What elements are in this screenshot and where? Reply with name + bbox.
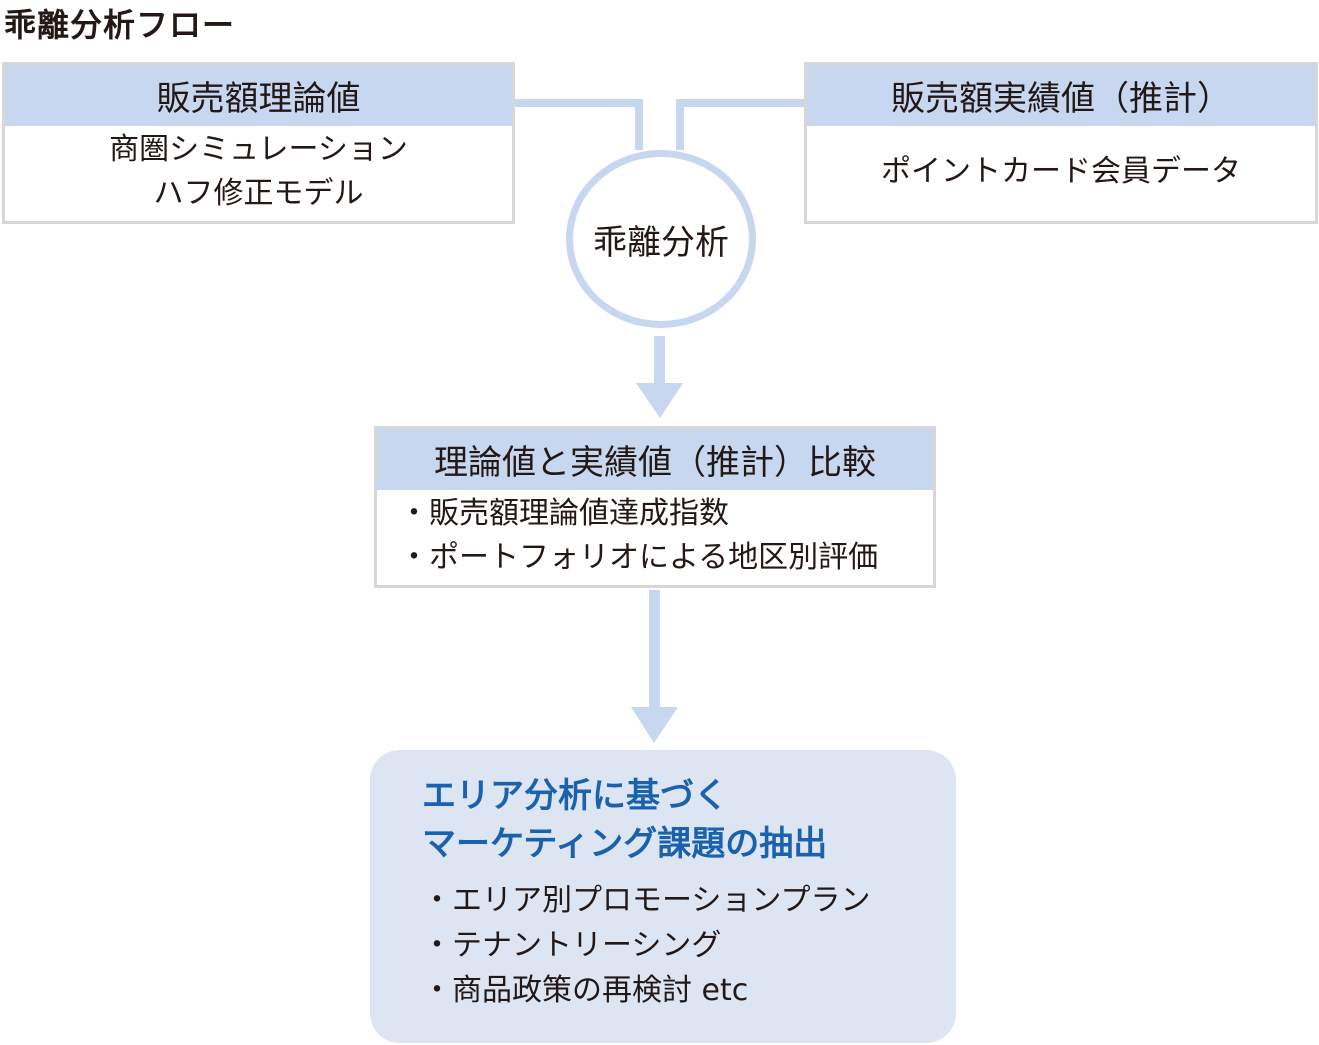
- connector-right: [676, 99, 804, 150]
- comparison-body: ・販売額理論値達成指数 ・ポートフォリオによる地区別評価: [377, 490, 933, 582]
- connector-left: [515, 99, 643, 150]
- actual-sales-body: ポイントカード会員データ: [807, 126, 1315, 218]
- deviation-analysis-circle: 乖離分析: [566, 150, 756, 328]
- comparison-bullet-1: ・販売額理論値達成指数: [399, 496, 729, 531]
- result-bullet-2: ・テナントリーシング: [422, 928, 722, 963]
- arrow-shaft-1: [654, 336, 665, 384]
- arrow-shaft-2: [649, 590, 660, 708]
- arrow-head-2: [631, 707, 678, 743]
- result-bullet-1: ・エリア別プロモーションプラン: [422, 883, 871, 918]
- theoretical-sales-box: 販売額理論値 商圏シミュレーション ハフ修正モデル: [2, 62, 515, 224]
- result-title-line-1: エリア分析に基づく: [422, 776, 728, 816]
- result-bullet-3: ・商品政策の再検討 etc: [422, 973, 749, 1008]
- actual-sales-line-1: ポイントカード会員データ: [881, 154, 1241, 189]
- arrow-head-1: [636, 383, 683, 418]
- theoretical-sales-line-2: ハフ修正モデル: [153, 176, 364, 211]
- theoretical-sales-body: 商圏シミュレーション ハフ修正モデル: [5, 126, 512, 218]
- theoretical-sales-header: 販売額理論値: [5, 65, 512, 126]
- actual-sales-box: 販売額実績値（推計） ポイントカード会員データ: [804, 62, 1318, 224]
- comparison-bullet-2: ・ポートフォリオによる地区別評価: [399, 540, 879, 575]
- result-title-line-2: マーケティング課題の抽出: [422, 824, 828, 864]
- comparison-box: 理論値と実績値（推計）比較 ・販売額理論値達成指数 ・ポートフォリオによる地区別…: [374, 426, 936, 588]
- diagram-title: 乖離分析フロー: [4, 6, 236, 44]
- result-list: ・エリア別プロモーションプラン ・テナントリーシング ・商品政策の再検討 etc: [422, 878, 956, 1013]
- theoretical-sales-line-1: 商圏シミュレーション: [109, 132, 408, 167]
- comparison-header: 理論値と実績値（推計）比較: [377, 429, 933, 490]
- result-box: エリア分析に基づく マーケティング課題の抽出 ・エリア別プロモーションプラン ・…: [370, 750, 956, 1043]
- actual-sales-header: 販売額実績値（推計）: [807, 65, 1315, 126]
